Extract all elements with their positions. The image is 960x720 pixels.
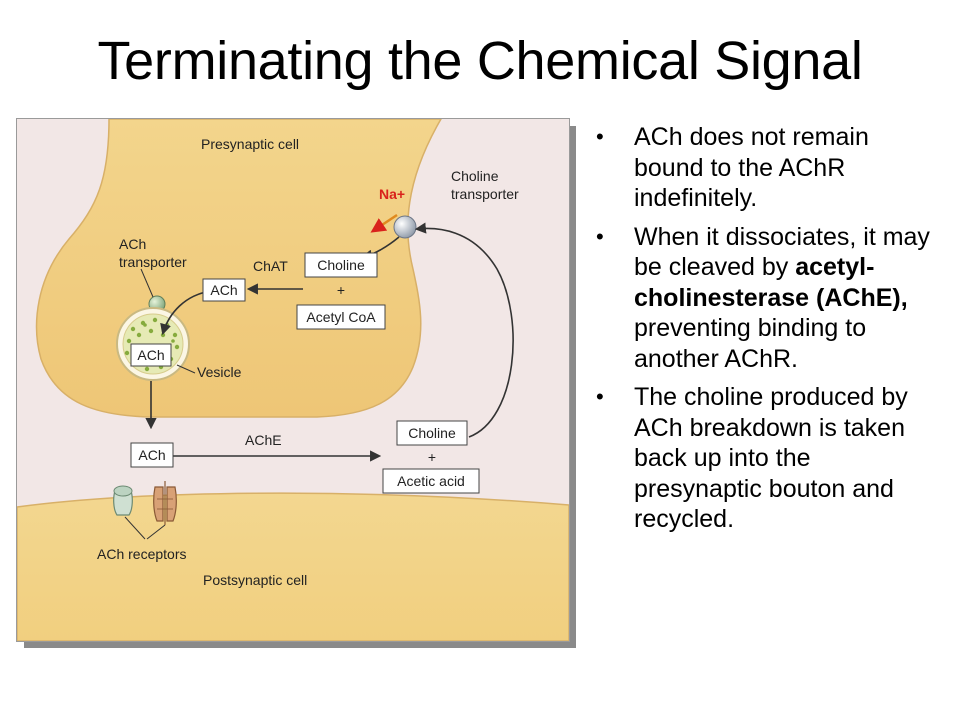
vesicle-pointer (176, 364, 196, 374)
bullet-1: • ACh does not remain bound to the AChR … (594, 122, 944, 214)
svg-text:Acetic acid: Acetic acid (397, 473, 465, 489)
bullet-3-text: The choline produced by ACh breakdown is… (634, 383, 908, 533)
ach-receptor-left (113, 485, 133, 516)
bullet-2: • When it dissociates, it may be cleaved… (594, 222, 944, 375)
postsynaptic-cell (17, 492, 569, 641)
slide-title: Terminating the Chemical Signal (97, 31, 863, 91)
choline-transporter-label-2: transporter (451, 186, 519, 202)
box-choline-cleft: Choline (396, 420, 468, 446)
box-acetyl-coa: Acetyl CoA (296, 304, 386, 330)
ach-transporter-label-1: ACh (119, 236, 146, 252)
ache-label: AChE (245, 432, 282, 448)
bullet-3: • The choline produced by ACh breakdown … (594, 382, 944, 535)
vesicle-label: Vesicle (197, 364, 242, 380)
bullet-1-text: ACh does not remain bound to the AChR in… (634, 123, 869, 212)
box-acetic-acid: Acetic acid (382, 468, 480, 494)
svg-text:ACh: ACh (210, 282, 237, 298)
bullet-list: • ACh does not remain bound to the AChR … (594, 122, 944, 543)
bullet-marker: • (596, 384, 604, 409)
box-choline-top: Choline (304, 252, 378, 278)
box-ach-cleft: ACh (130, 442, 174, 468)
svg-text:Choline: Choline (408, 425, 456, 441)
box-ach-top: ACh (202, 278, 246, 302)
svg-text:Acetyl CoA: Acetyl CoA (306, 309, 376, 325)
na-arrow (370, 213, 398, 233)
synapse-diagram: Choline + Acetyl CoA ACh ACh ACh Choline… (16, 118, 570, 642)
ach-transporter-label-2: transporter (119, 254, 187, 270)
bullet-marker: • (596, 223, 604, 249)
ach-transporter-pointer (140, 268, 154, 298)
choline-transporter-label-1: Choline (451, 168, 499, 184)
postsynaptic-label: Postsynaptic cell (203, 572, 307, 588)
receptor-pointer-right (146, 524, 166, 540)
ach-receptor-right (153, 481, 177, 525)
chat-label: ChAT (253, 258, 288, 274)
bullet-2-text-bold: acetyl-cholinesterase (AChE), (634, 253, 908, 312)
bullet-2-text-before: When it dissociates, it may be cleaved b… (634, 222, 930, 282)
na-label: Na+ (379, 186, 405, 202)
bullet-2-text-after: preventing binding to another AChR. (634, 314, 867, 373)
box-ach-vesicle: ACh (130, 343, 172, 367)
choline-transporter (393, 215, 417, 239)
svg-text:ACh: ACh (137, 347, 164, 363)
presynaptic-label: Presynaptic cell (201, 136, 299, 152)
svg-text:Choline: Choline (317, 257, 365, 273)
choline-recycle-arrow (414, 222, 514, 438)
plus-top: + (337, 282, 345, 298)
receptors-label: ACh receptors (97, 546, 186, 562)
svg-text:ACh: ACh (138, 447, 165, 463)
bullet-marker: • (596, 124, 604, 149)
receptor-pointer-left (124, 516, 146, 540)
plus-cleft: + (428, 449, 436, 465)
